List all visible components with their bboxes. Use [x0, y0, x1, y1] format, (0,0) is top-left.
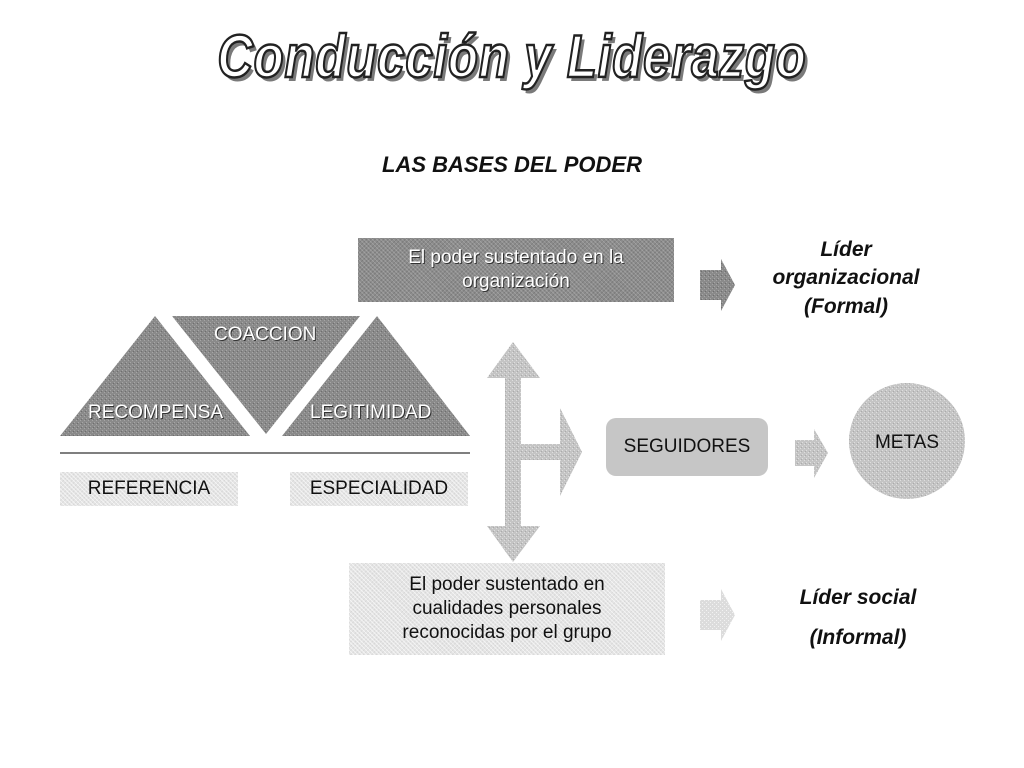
goals-circle: [849, 383, 965, 499]
social-leader-line1: Líder social: [799, 586, 917, 609]
followers-box: SEGUIDORES: [606, 418, 768, 476]
double-arrow-down-head: [487, 526, 540, 562]
triangle-recompensa: [60, 316, 250, 436]
arrow-to-formal-leader: [700, 259, 735, 311]
triangle-coaccion: [172, 316, 360, 434]
personal-power-line3: reconocidas por el grupo: [402, 621, 612, 643]
especialidad-box: ESPECIALIDAD: [290, 472, 468, 506]
goals-label-wrap: METAS: [849, 428, 965, 458]
social-leader-label: Líder social (Informal): [762, 578, 954, 658]
organizational-power-line1: El poder sustentado en la: [408, 247, 624, 269]
formal-leader-line2: organizacional: [772, 266, 920, 290]
diagram-subtitle: LAS BASES DEL PODER: [382, 152, 642, 177]
social-leader-line2: (Informal): [809, 625, 907, 649]
label-coaccion: COACCION: [214, 324, 317, 345]
power-bases-triangle: [60, 316, 470, 436]
formal-leader-line3: (Formal): [804, 294, 888, 318]
especialidad-label: ESPECIALIDAD: [309, 478, 449, 500]
goals-label: METAS: [874, 432, 940, 454]
formal-leader-line1: Líder: [820, 238, 872, 261]
referencia-box: REFERENCIA: [60, 472, 238, 506]
label-recompensa: RECOMPENSA: [88, 402, 224, 423]
branch-arrow-shaft: [520, 444, 562, 460]
formal-leader-label: Líder organizacional (Formal): [752, 236, 940, 321]
personal-power-line2: cualidades personales: [412, 598, 602, 620]
branch-arrow-head: [560, 408, 582, 496]
triangle-legitimidad: [282, 316, 470, 436]
personal-power-box: El poder sustentado en cualidades person…: [349, 563, 665, 655]
double-arrow-up-head: [487, 342, 540, 378]
label-legitimidad: LEGITIMIDAD: [310, 402, 432, 423]
arrow-to-social-leader: [700, 589, 735, 641]
followers-label: SEGUIDORES: [623, 436, 751, 458]
arrow-to-goals: [795, 429, 828, 478]
organizational-power-box: El poder sustentado en la organización: [358, 238, 674, 302]
personal-power-line1: El poder sustentado en: [409, 574, 605, 596]
organizational-power-line2: organización: [462, 271, 570, 292]
referencia-label: REFERENCIA: [87, 478, 211, 500]
page-title: Conducción y Liderazgo: [216, 22, 807, 92]
double-arrow: [487, 342, 582, 562]
double-arrow-shaft: [505, 377, 521, 527]
